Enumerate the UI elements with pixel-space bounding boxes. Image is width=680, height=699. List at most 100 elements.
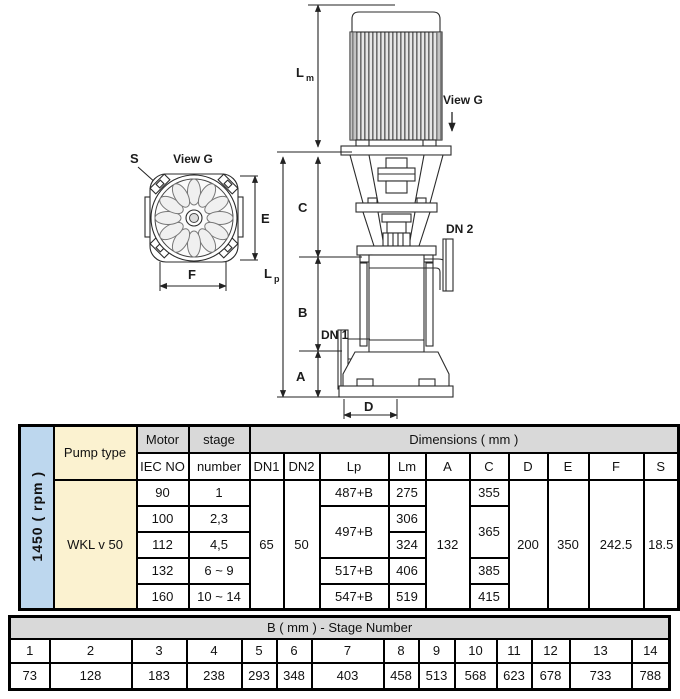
iec-cell: 132 <box>135 556 190 585</box>
stage-number-cell: 12 <box>530 637 571 664</box>
stage-number-cell: 6 <box>275 637 313 664</box>
col-header-lp: Lp <box>318 451 390 481</box>
e-cell: 350 <box>546 478 590 611</box>
lm-cell: 324 <box>387 530 427 559</box>
rpm-cell: 1450 ( rpm ) <box>18 424 55 611</box>
col-header-c: C <box>468 451 510 481</box>
b-value-cell: 678 <box>530 661 571 691</box>
motor-subheader: IEC NO <box>135 451 190 481</box>
dim-label-d: D <box>364 399 373 414</box>
stage-number-cell: 7 <box>310 637 385 664</box>
col-header-s: S <box>642 451 680 481</box>
mechanical-seal <box>382 232 411 247</box>
col-header-dn1: DN1 <box>248 451 285 481</box>
stage-subheader: number <box>187 451 251 481</box>
c-cell: 365 <box>468 504 510 559</box>
b-value-cell: 788 <box>630 661 671 691</box>
b-value-cell: 348 <box>275 661 313 691</box>
b-value-cell: 623 <box>495 661 533 691</box>
col-header-f: F <box>587 451 645 481</box>
pump-type-value: WKL v 50 <box>52 478 138 611</box>
col-header-lm: Lm <box>387 451 427 481</box>
dim-label-f: F <box>188 267 196 282</box>
foundation-plate <box>338 385 454 398</box>
stage-number-cell: 1 <box>8 637 51 664</box>
s-cell: 18.5 <box>642 478 680 611</box>
corner-lug <box>149 173 171 195</box>
dim-label-e: E <box>261 211 270 226</box>
col-header-a: A <box>424 451 471 481</box>
rpm-label: 1450 ( rpm ) <box>28 470 45 562</box>
b-value-cell: 458 <box>382 661 420 691</box>
dim-label-b: B <box>298 305 307 320</box>
col-header-e: E <box>546 451 590 481</box>
dn2-cell: 50 <box>282 478 321 611</box>
dn2-flange <box>442 238 454 292</box>
b-value-cell: 183 <box>130 661 188 691</box>
f-cell: 242.5 <box>587 478 645 611</box>
stage-number-cell: 10 <box>453 637 498 664</box>
iec-cell: 160 <box>135 582 190 611</box>
stage-number-cell: 11 <box>495 637 533 664</box>
front-view <box>337 11 454 398</box>
dim-label-a: A <box>296 369 306 384</box>
stage-cell: 2,3 <box>187 504 251 533</box>
dim-label-lm: L <box>296 65 304 80</box>
pump-dimension-drawing: L m C B A L p D DN 1 DN 2 View G <box>130 4 483 419</box>
lp-cell: 487+B <box>318 478 390 507</box>
c-cell: 415 <box>468 582 510 611</box>
stage-column <box>368 254 425 353</box>
dimensions-header: Dimensions ( mm ) <box>248 424 680 454</box>
b-value-cell: 513 <box>417 661 456 691</box>
fan-blades <box>154 178 234 258</box>
stage-number-cell: 2 <box>48 637 133 664</box>
stage-cell: 10 ~ 14 <box>187 582 251 611</box>
col-header-d: D <box>507 451 549 481</box>
view-g-side-label: View G <box>443 93 483 107</box>
lm-cell: 306 <box>387 504 427 533</box>
b-table-title: B ( mm ) - Stage Number <box>8 615 671 640</box>
dimensions-table: 1450 ( rpm ) Pump type Motor stage Dimen… <box>18 424 680 611</box>
dn1-cell: 65 <box>248 478 285 611</box>
dim-label-lm-sub: m <box>306 73 314 83</box>
d-cell: 200 <box>507 478 549 611</box>
stage-number-cell: 5 <box>240 637 278 664</box>
stage-cell: 1 <box>187 478 251 507</box>
b-value-cell: 238 <box>185 661 243 691</box>
discharge-casing <box>356 245 437 256</box>
stage-number-cell: 9 <box>417 637 456 664</box>
corner-lug <box>217 173 239 195</box>
b-value-cell: 403 <box>310 661 385 691</box>
stage-number-cell: 14 <box>630 637 671 664</box>
front-view-dimensions: L m C B A L p D DN 1 DN 2 View G <box>264 4 483 419</box>
pump-type-header: Pump type <box>52 424 138 481</box>
motor-cap <box>351 11 441 33</box>
motor-stool-plate <box>340 145 452 156</box>
iec-cell: 112 <box>135 530 190 559</box>
b-stage-table: B ( mm ) - Stage Number 1 2 3 4 5 6 7 8 … <box>8 615 672 691</box>
a-cell: 132 <box>424 478 471 611</box>
lm-cell: 406 <box>387 556 427 585</box>
stage-header: stage <box>187 424 251 454</box>
b-value-cell: 73 <box>8 661 51 691</box>
motor-header: Motor <box>135 424 190 454</box>
b-value-cell: 293 <box>240 661 278 691</box>
iec-cell: 90 <box>135 478 190 507</box>
b-value-cell: 568 <box>453 661 498 691</box>
dim-label-lp-sub: p <box>274 274 280 284</box>
view-g-top-label: View G <box>173 152 213 166</box>
c-cell: 355 <box>468 478 510 507</box>
stage-cell: 6 ~ 9 <box>187 556 251 585</box>
stage-number-cell: 13 <box>568 637 633 664</box>
lp-cell: 547+B <box>318 582 390 611</box>
stage-number-cell: 4 <box>185 637 243 664</box>
lm-cell: 275 <box>387 478 427 507</box>
stage-number-cell: 8 <box>382 637 420 664</box>
stage-number-cell: 3 <box>130 637 188 664</box>
top-view: View G S <box>130 151 270 291</box>
stage-cell: 4,5 <box>187 530 251 559</box>
dim-label-s: S <box>130 151 139 166</box>
col-header-dn2: DN2 <box>282 451 321 481</box>
dn1-label: DN 1 <box>321 328 349 342</box>
